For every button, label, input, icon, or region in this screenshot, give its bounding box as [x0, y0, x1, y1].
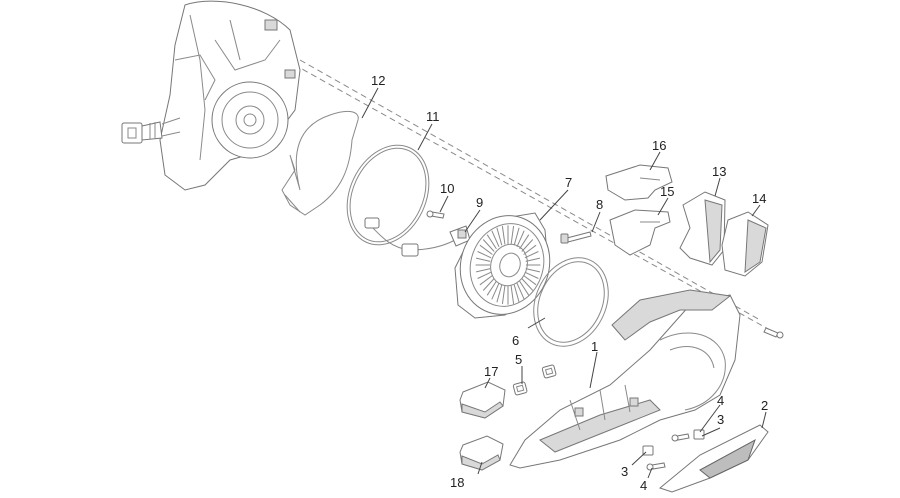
callout-8: 8	[591, 197, 603, 233]
callout-14: 14	[751, 191, 766, 217]
callout-label-4-upper: 4	[717, 393, 724, 408]
main-cover-1	[509, 289, 741, 469]
fan-blade	[510, 285, 515, 305]
fan-blade	[496, 227, 503, 246]
callout-4-lower: 4	[640, 467, 653, 493]
fan-blade	[486, 234, 497, 250]
bolt-8	[560, 231, 592, 244]
callout-label-7: 7	[565, 175, 572, 190]
fan-blade	[523, 244, 537, 255]
gasket-12	[281, 110, 359, 216]
callout-label-11: 11	[426, 109, 440, 124]
callout-16: 16	[649, 138, 666, 171]
fan-blade	[524, 271, 539, 279]
callout-2: 2	[761, 398, 768, 429]
sensor-9	[364, 217, 471, 257]
callout-label-9: 9	[476, 195, 483, 210]
callout-label-3-upper: 3	[717, 412, 724, 427]
fan-blade	[524, 251, 539, 259]
fan-blade	[525, 257, 541, 262]
fan-blade	[519, 234, 530, 250]
callout-label-10: 10	[440, 181, 454, 196]
pad-18	[459, 435, 504, 471]
callout-1: 1	[589, 339, 598, 389]
fan-blades	[475, 225, 541, 305]
ring-11	[346, 144, 430, 246]
assembly-axis-lines	[249, 39, 771, 331]
fan-blade	[491, 230, 500, 248]
side-panel-14	[721, 211, 769, 277]
screw-right	[763, 327, 784, 339]
fan-blade	[486, 280, 497, 296]
callout-7: 7	[539, 175, 572, 221]
fan-blade	[519, 280, 530, 296]
callout-17: 17	[484, 364, 498, 389]
callout-12: 12	[361, 73, 385, 119]
fan-blade	[516, 282, 525, 300]
callout-label-15: 15	[660, 184, 674, 199]
fan-blade	[523, 275, 537, 286]
fan-blade	[491, 282, 500, 300]
callout-label-14: 14	[752, 191, 766, 206]
callout-11: 11	[417, 109, 440, 151]
fan-blade	[516, 230, 525, 248]
callout-6: 6	[512, 317, 546, 348]
trim-strip-2	[658, 424, 769, 493]
fan-blade	[525, 268, 541, 273]
fan-blade	[496, 284, 503, 303]
fan-blade	[521, 278, 534, 291]
engine-housing	[159, 0, 301, 191]
cover-piece-15	[609, 209, 671, 256]
fan-blade	[513, 284, 520, 303]
callouts: 12 11 10 9 7 8 16 15	[361, 73, 768, 493]
fan-blade	[501, 225, 506, 245]
fasteners-3-4	[642, 429, 705, 471]
callout-13: 13	[712, 164, 726, 197]
callout-label-12: 12	[371, 73, 385, 88]
fan-blade	[477, 271, 492, 279]
callout-label-6: 6	[512, 333, 519, 348]
screw-10	[426, 210, 445, 219]
fan-blade	[477, 251, 492, 259]
wiring-connector	[121, 117, 181, 144]
pad-17	[459, 381, 506, 419]
callout-3-upper: 3	[701, 412, 724, 437]
callout-label-16: 16	[652, 138, 666, 153]
callout-label-2: 2	[761, 398, 768, 413]
callout-label-18: 18	[450, 475, 464, 490]
callout-label-17: 17	[484, 364, 498, 379]
callout-label-3-lower: 3	[621, 464, 628, 479]
callout-label-4-lower: 4	[640, 478, 647, 493]
fan-blade	[475, 268, 491, 273]
cooling-fan-7	[454, 212, 551, 319]
fan-blade	[479, 244, 493, 255]
callout-label-1: 1	[591, 339, 598, 354]
side-panel-13	[679, 191, 726, 266]
o-ring-6	[533, 257, 609, 347]
fan-blade	[513, 227, 520, 246]
callout-4-upper: 4	[699, 393, 724, 433]
callout-label-8: 8	[596, 197, 603, 212]
callout-label-13: 13	[712, 164, 726, 179]
callout-9: 9	[464, 195, 483, 233]
fan-blade	[482, 239, 495, 252]
fan-blade	[521, 239, 534, 252]
cover-piece-16	[605, 164, 673, 201]
fan-blade	[475, 257, 491, 262]
clips-5	[512, 364, 557, 396]
callout-label-5: 5	[515, 352, 522, 367]
callout-5: 5	[515, 352, 523, 384]
callout-3-lower: 3	[621, 451, 647, 479]
callout-18: 18	[450, 461, 483, 490]
fan-blade	[479, 275, 493, 286]
fan-blade	[501, 285, 506, 305]
callout-15: 15	[657, 184, 674, 216]
fan-blade	[510, 225, 515, 245]
callout-10: 10	[439, 181, 454, 213]
fan-blade	[482, 278, 495, 291]
